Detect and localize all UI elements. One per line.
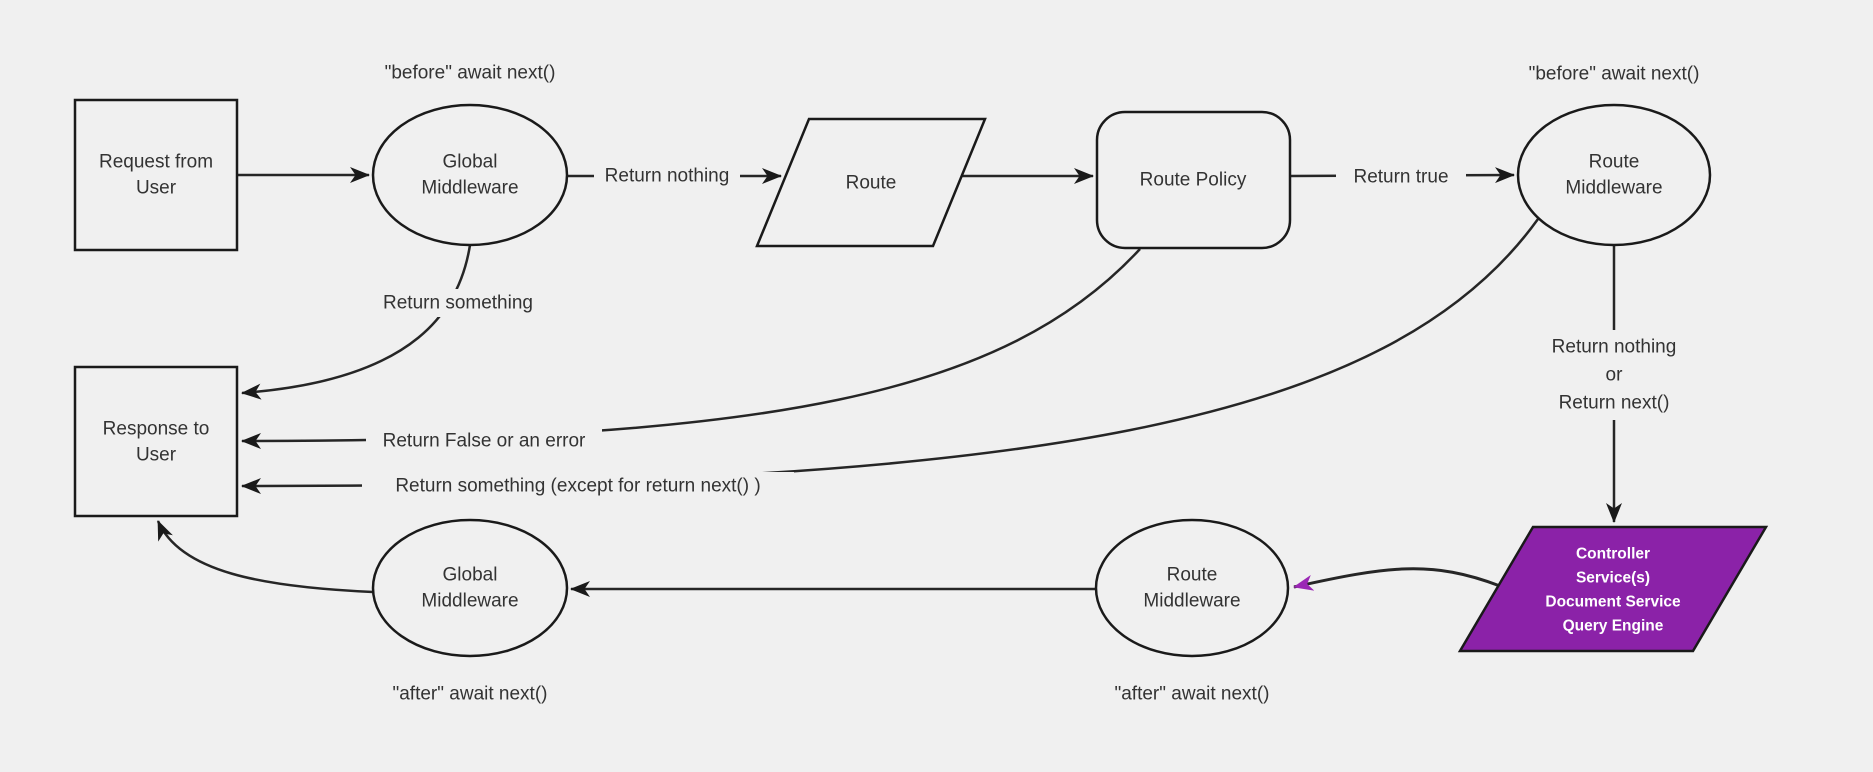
label-return-nothing-text: Return nothing [605, 166, 730, 187]
node-label-line: User [136, 445, 177, 466]
node-label-line: Service(s) [1576, 570, 1650, 587]
label-after-await-next-global: "after" await next() [393, 684, 548, 705]
label-return-something-text: Return something [383, 293, 533, 314]
label-return-false-text: Return False or an error [383, 431, 586, 452]
edge-global-middleware-after-to-response [156, 520, 374, 594]
node-label-line: Query Engine [1563, 618, 1664, 635]
node-label-line: User [136, 178, 177, 199]
node-label-line: Controller [1576, 546, 1650, 563]
label-after-await-next-route: "after" await next() [1115, 684, 1270, 705]
label-line: Return next() [1559, 393, 1670, 414]
label-return-false: Return False or an error [366, 427, 602, 455]
edge-controller-to-route-middleware-after [1293, 567, 1501, 591]
label-backdrop [366, 427, 602, 455]
label-before-await-next-global: "before" await next() [385, 63, 556, 84]
route-parallelogram [755, 117, 987, 248]
controller-parallelogram [1457, 525, 1769, 653]
node-label-line: Request from [99, 152, 213, 173]
response-box [73, 365, 239, 518]
label-return-nothing: Return nothing [594, 162, 740, 190]
node-route-middleware-before: Route Middleware [1516, 103, 1712, 247]
edge-labels: "before" await next() "before" await nex… [362, 63, 1700, 705]
global-middleware-ellipse [371, 103, 569, 247]
node-label-line: Route Policy [1140, 170, 1247, 191]
node-label-line: Middleware [421, 178, 518, 199]
label-backdrop [594, 162, 740, 190]
node-response-to-user: Response to User [73, 365, 239, 518]
node-label-line: Document Service [1545, 594, 1681, 611]
route-policy-box [1095, 110, 1292, 250]
edge-global-middleware-to-response [241, 244, 472, 400]
node-label-line: Route [846, 173, 897, 194]
node-route: Route [755, 117, 987, 248]
node-label-line: Global [443, 152, 498, 173]
node-label-line: Middleware [421, 591, 518, 612]
node-label-line: Global [443, 565, 498, 586]
node-label-line: Response to [103, 419, 210, 440]
label-backdrop [368, 289, 548, 317]
label-return-true-text: Return true [1353, 167, 1448, 188]
label-return-something-except-text: Return something (except for return next… [395, 476, 760, 497]
label-return-nothing-or-next: Return nothing or Return next() [1528, 330, 1700, 420]
node-route-middleware-after: Route Middleware [1094, 518, 1290, 658]
label-backdrop [1528, 330, 1700, 420]
node-label-line: Middleware [1565, 178, 1662, 199]
node-label-line: Middleware [1143, 591, 1240, 612]
route-middleware-ellipse [1516, 103, 1712, 247]
label-backdrop [1336, 163, 1466, 191]
node-route-policy: Route Policy [1095, 110, 1292, 250]
label-before-await-next-route: "before" await next() [1529, 64, 1700, 85]
node-label-line: Route [1589, 152, 1640, 173]
node-request-from-user: Request from User [73, 98, 239, 252]
node-controller-services: Controller Service(s) Document Service Q… [1457, 525, 1769, 653]
node-global-middleware-after: Global Middleware [371, 518, 569, 658]
label-return-something-except: Return something (except for return next… [362, 472, 794, 500]
request-box [73, 98, 239, 252]
label-line: or [1606, 365, 1624, 386]
label-return-true: Return true [1336, 163, 1466, 191]
label-return-something: Return something [368, 289, 548, 317]
route-middleware-after-ellipse [1094, 518, 1290, 658]
node-global-middleware-before: Global Middleware [371, 103, 569, 247]
label-backdrop [362, 472, 794, 500]
global-middleware-after-ellipse [371, 518, 569, 658]
label-line: Return nothing [1552, 337, 1677, 358]
node-label-line: Route [1167, 565, 1218, 586]
